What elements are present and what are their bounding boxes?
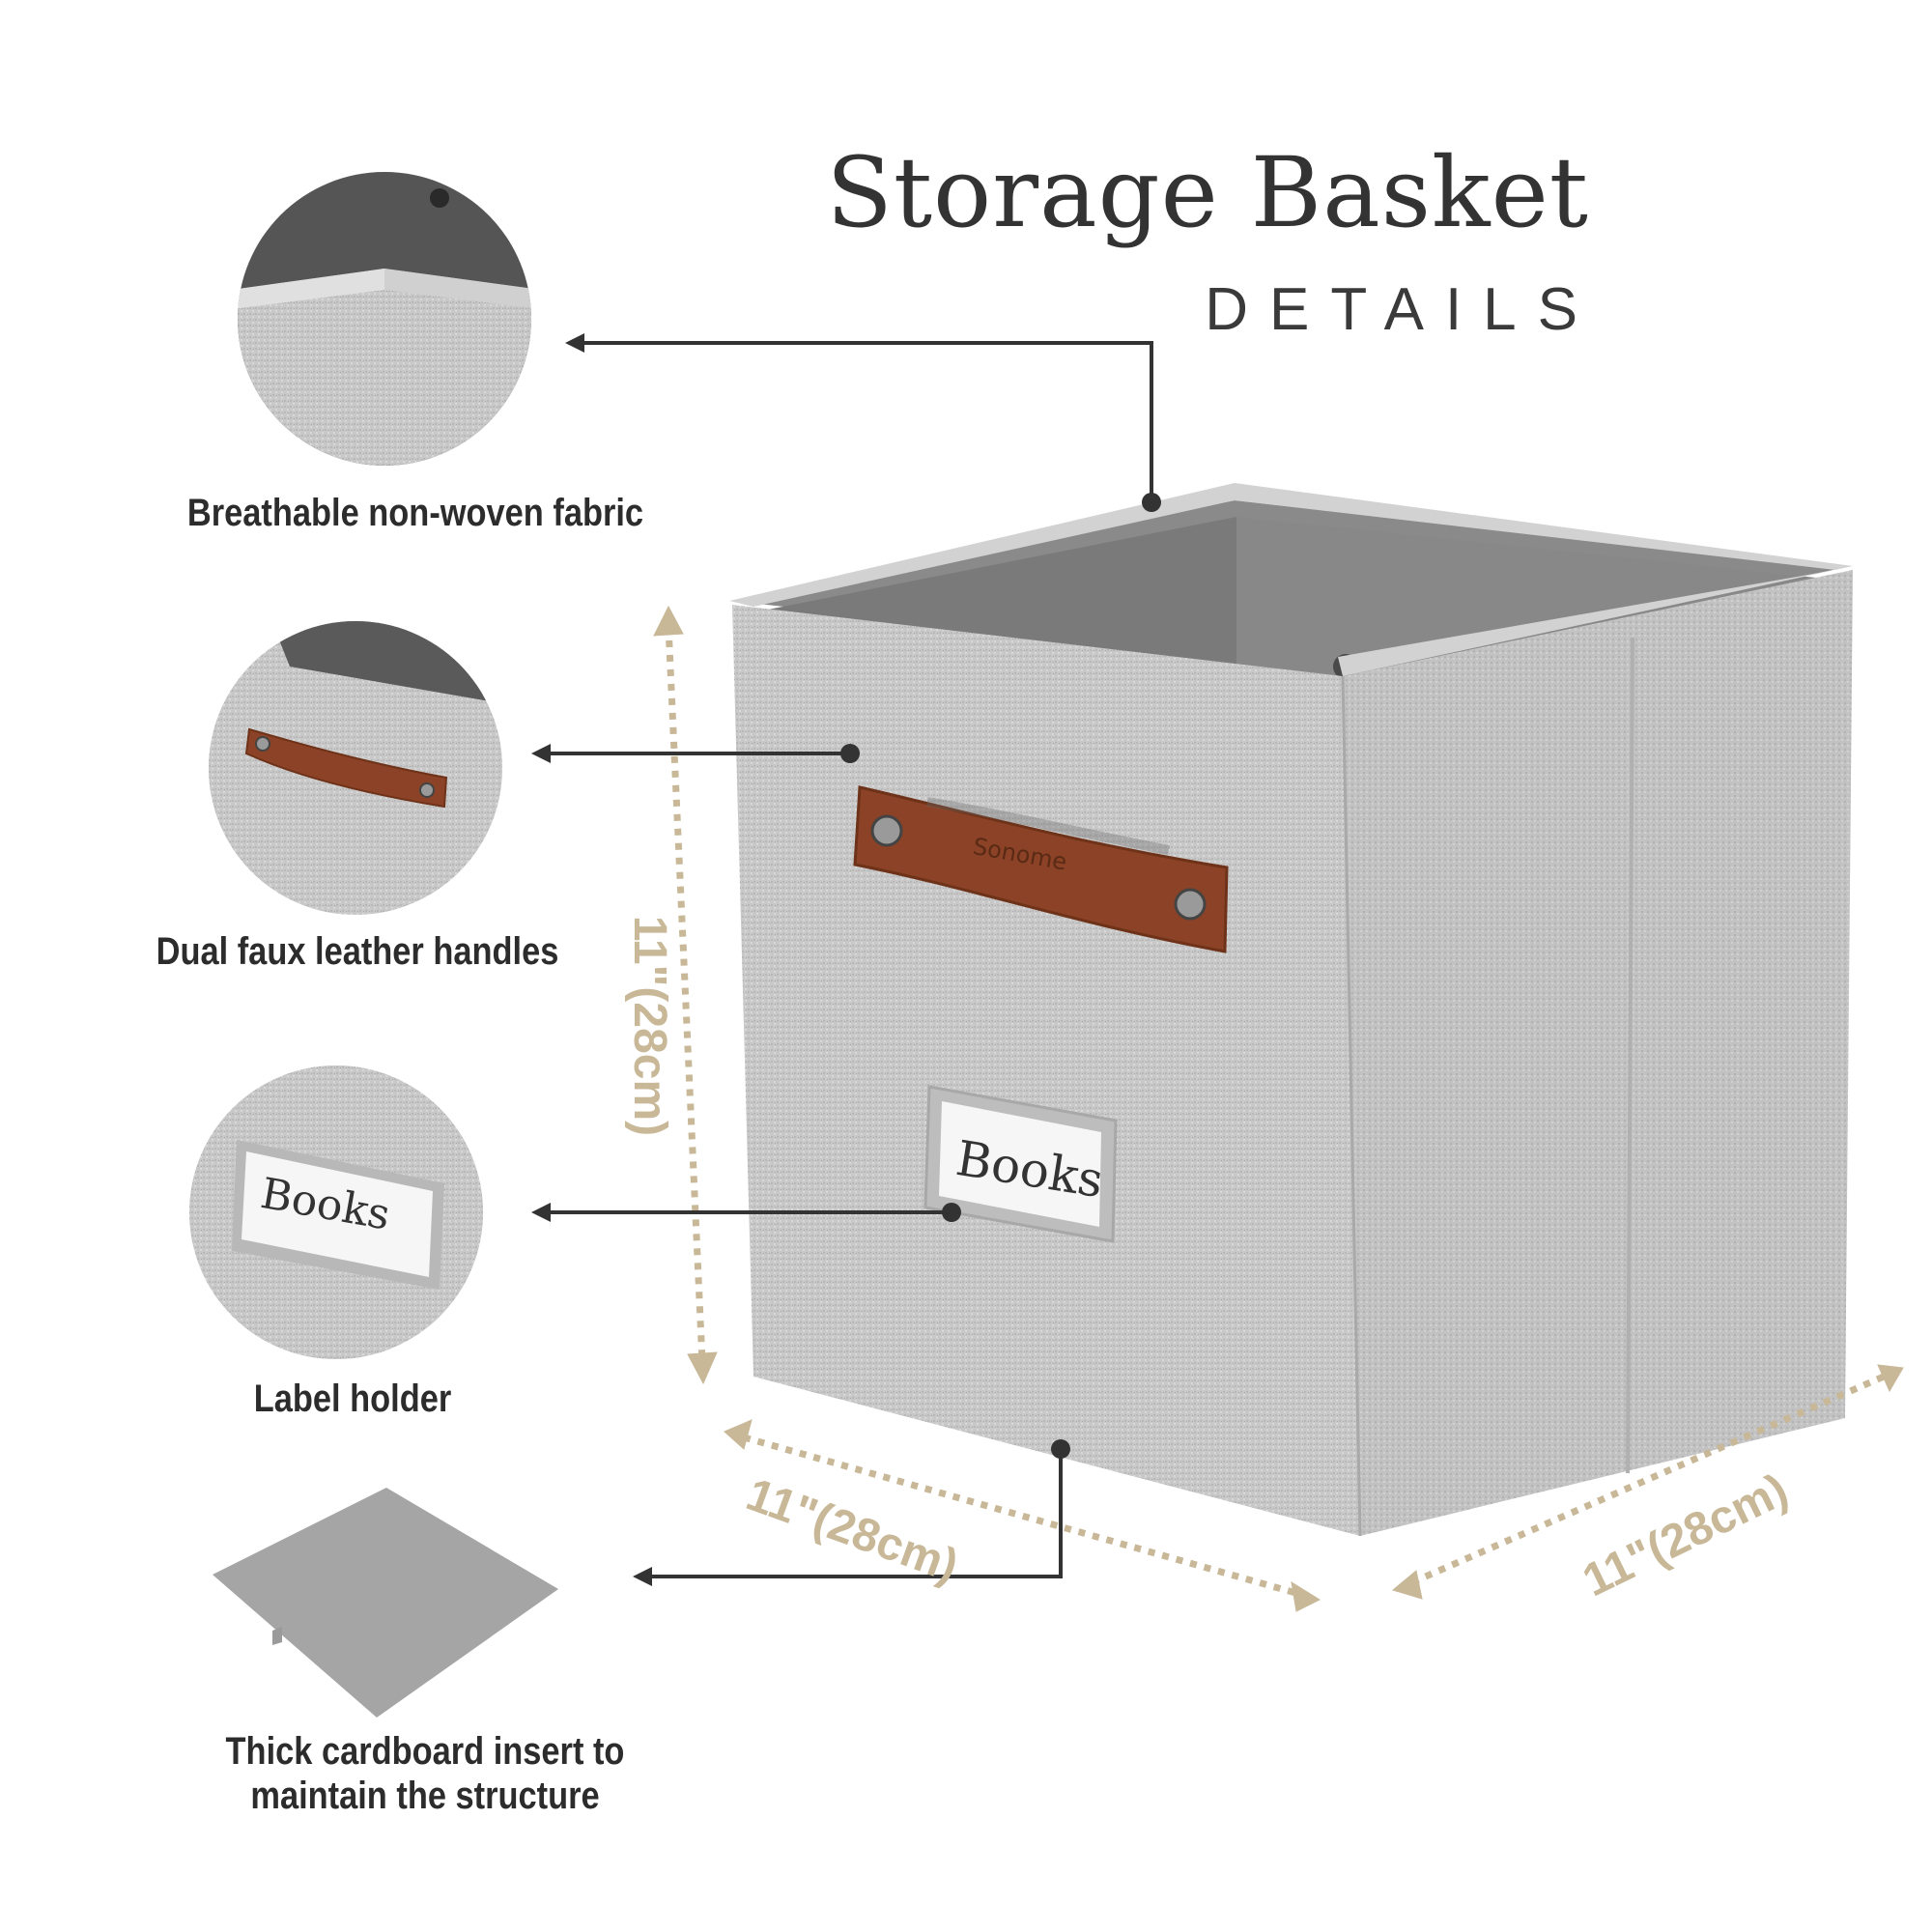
handles-caption: Dual faux leather handles — [156, 930, 559, 973]
arrowhead-icon — [633, 1567, 652, 1586]
callout-markers — [531, 333, 1161, 1586]
callout-dot-icon — [942, 1203, 961, 1222]
callout-dot-icon — [1051, 1439, 1070, 1459]
leather-handle — [853, 785, 1229, 953]
page-subtitle: DETAILS — [1205, 276, 1599, 343]
storage-basket — [729, 483, 1853, 1537]
height-dimension-line — [665, 625, 706, 1363]
label-detail-image — [189, 1065, 483, 1359]
page-title: Storage Basket — [826, 136, 1589, 249]
width-dimension-line — [743, 1434, 1300, 1598]
arrow-right-icon — [1877, 1364, 1904, 1393]
basket-side-face — [1343, 570, 1853, 1536]
arrowhead-icon — [565, 333, 584, 353]
label-holder — [923, 1085, 1118, 1243]
label-holder-caption: Label holder — [253, 1378, 452, 1420]
arrowhead-icon — [531, 744, 551, 763]
arrowhead-icon — [531, 1203, 551, 1222]
rivet-icon — [1174, 888, 1207, 921]
rivet-icon — [870, 814, 903, 847]
basket-front-face — [732, 605, 1360, 1536]
basket-rim — [729, 483, 1853, 676]
callout-lines — [536, 341, 1153, 1578]
insert-caption: Thick cardboard insert to maintain the s… — [225, 1730, 625, 1817]
callout-dot-icon — [840, 744, 860, 763]
handle-detail-image — [209, 621, 502, 915]
arrow-right-icon — [1291, 1580, 1321, 1612]
side-crease — [1626, 637, 1634, 1474]
arrow-left-icon — [1391, 1570, 1423, 1600]
arrow-down-icon — [687, 1351, 718, 1385]
arrow-up-icon — [653, 605, 684, 637]
callout-dot-icon — [1142, 493, 1161, 512]
dimension-arrows — [653, 605, 1904, 1612]
arrow-left-icon — [724, 1419, 753, 1450]
height-dimension-label: 11"(28cm) — [624, 915, 675, 1137]
fabric-detail-image — [238, 172, 531, 466]
fabric-caption: Breathable non-woven fabric — [186, 492, 644, 534]
cardboard-insert-image — [213, 1488, 558, 1718]
